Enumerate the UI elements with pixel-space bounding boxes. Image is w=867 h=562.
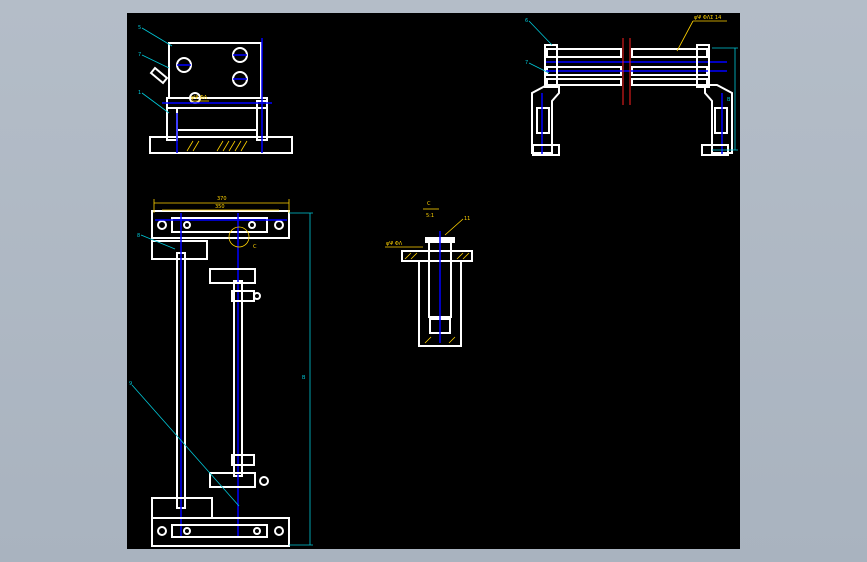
- plan-bolt-tr: [274, 220, 284, 230]
- end-block-left: [544, 44, 558, 88]
- collar-knob-lower: [259, 476, 269, 486]
- height-dimension-plan: B: [302, 375, 306, 381]
- detail-flange: [401, 250, 473, 262]
- plan-bottom-frame: [151, 517, 290, 547]
- plan-bracket-left: [151, 240, 208, 260]
- cad-drawing-viewport[interactable]: 5 7 1 φΨ ΦΛ B: [127, 13, 740, 549]
- clamp-upper: [209, 268, 256, 284]
- plan-bottom-inner: [171, 524, 268, 538]
- callout-7b: 7: [525, 60, 528, 66]
- leg-slot-left: [536, 107, 550, 134]
- drawing-canvas: 5 7 1 φΨ ΦΛ B: [129, 15, 738, 547]
- inner-dimension: 350: [215, 204, 225, 210]
- view-side-elevation: 5 7 1 φΨ ΦΛ: [138, 25, 293, 154]
- view-front-elevation: B 6 7 φΨ ΦΛΣ 14: [525, 15, 738, 156]
- collar-lower: [231, 454, 255, 466]
- plan-bolt-br2: [253, 527, 261, 535]
- plan-bolt-br: [274, 526, 284, 536]
- base-plate: [149, 136, 293, 154]
- foot-left: [532, 144, 560, 156]
- rail-low-right: [631, 78, 708, 86]
- clamp-arm: [149, 66, 169, 85]
- rail-low-left: [546, 78, 622, 86]
- plan-bolt-tr2: [248, 221, 256, 229]
- callout-9: 9: [129, 381, 132, 387]
- leader-7: [141, 54, 170, 69]
- plan-bolt-tl: [157, 220, 167, 230]
- height-dimension: B: [727, 97, 731, 103]
- motor-housing: [168, 42, 262, 99]
- detail-mark-c: C: [253, 244, 257, 250]
- callout-5: 5: [138, 25, 141, 31]
- leader-9: [131, 384, 240, 507]
- plan-bolt-bl: [157, 526, 167, 536]
- callout-8: 8: [137, 233, 140, 239]
- callout-7: 7: [138, 52, 141, 58]
- callout-11: 11: [464, 216, 470, 222]
- overall-dimension: 370: [217, 196, 227, 202]
- pitch-annotation: φΨ ΦΛ: [191, 95, 208, 101]
- plan-bolt-bl2: [183, 527, 191, 535]
- callout-6: 6: [525, 18, 528, 24]
- collar-knob-upper: [253, 292, 261, 300]
- rail-top-left: [546, 48, 622, 58]
- end-block-right: [696, 44, 710, 88]
- plan-top-inner: [171, 217, 268, 233]
- view-detail-c: C 5:1 11 φΨ ΦΛ: [385, 201, 473, 347]
- detail-scale: 5:1: [426, 213, 434, 219]
- detail-title: C: [427, 201, 431, 207]
- leader-5: [141, 27, 173, 47]
- leader-11: [444, 218, 464, 236]
- detail-hatching: [404, 252, 470, 344]
- plan-top-frame: [151, 210, 290, 239]
- plan-bolt-tl2: [183, 221, 191, 229]
- spec-annotation: φΨ ΦΛΣ 14: [694, 15, 721, 21]
- clamp-lower: [209, 472, 256, 488]
- view-plan: C 370 350 B 8 9: [129, 196, 313, 547]
- leg-slot-right: [714, 107, 728, 134]
- callout-1: 1: [138, 90, 141, 96]
- base-hatching: [186, 140, 248, 152]
- leader-8: [140, 234, 176, 250]
- leader-7b: [528, 62, 550, 74]
- leader-6: [528, 20, 553, 46]
- fit-annotation: φΨ ΦΛ: [386, 241, 403, 247]
- frame-inner: [176, 107, 258, 131]
- rail-top-right: [631, 48, 708, 58]
- leader-1: [141, 92, 170, 114]
- detail-circle-c: [228, 226, 250, 248]
